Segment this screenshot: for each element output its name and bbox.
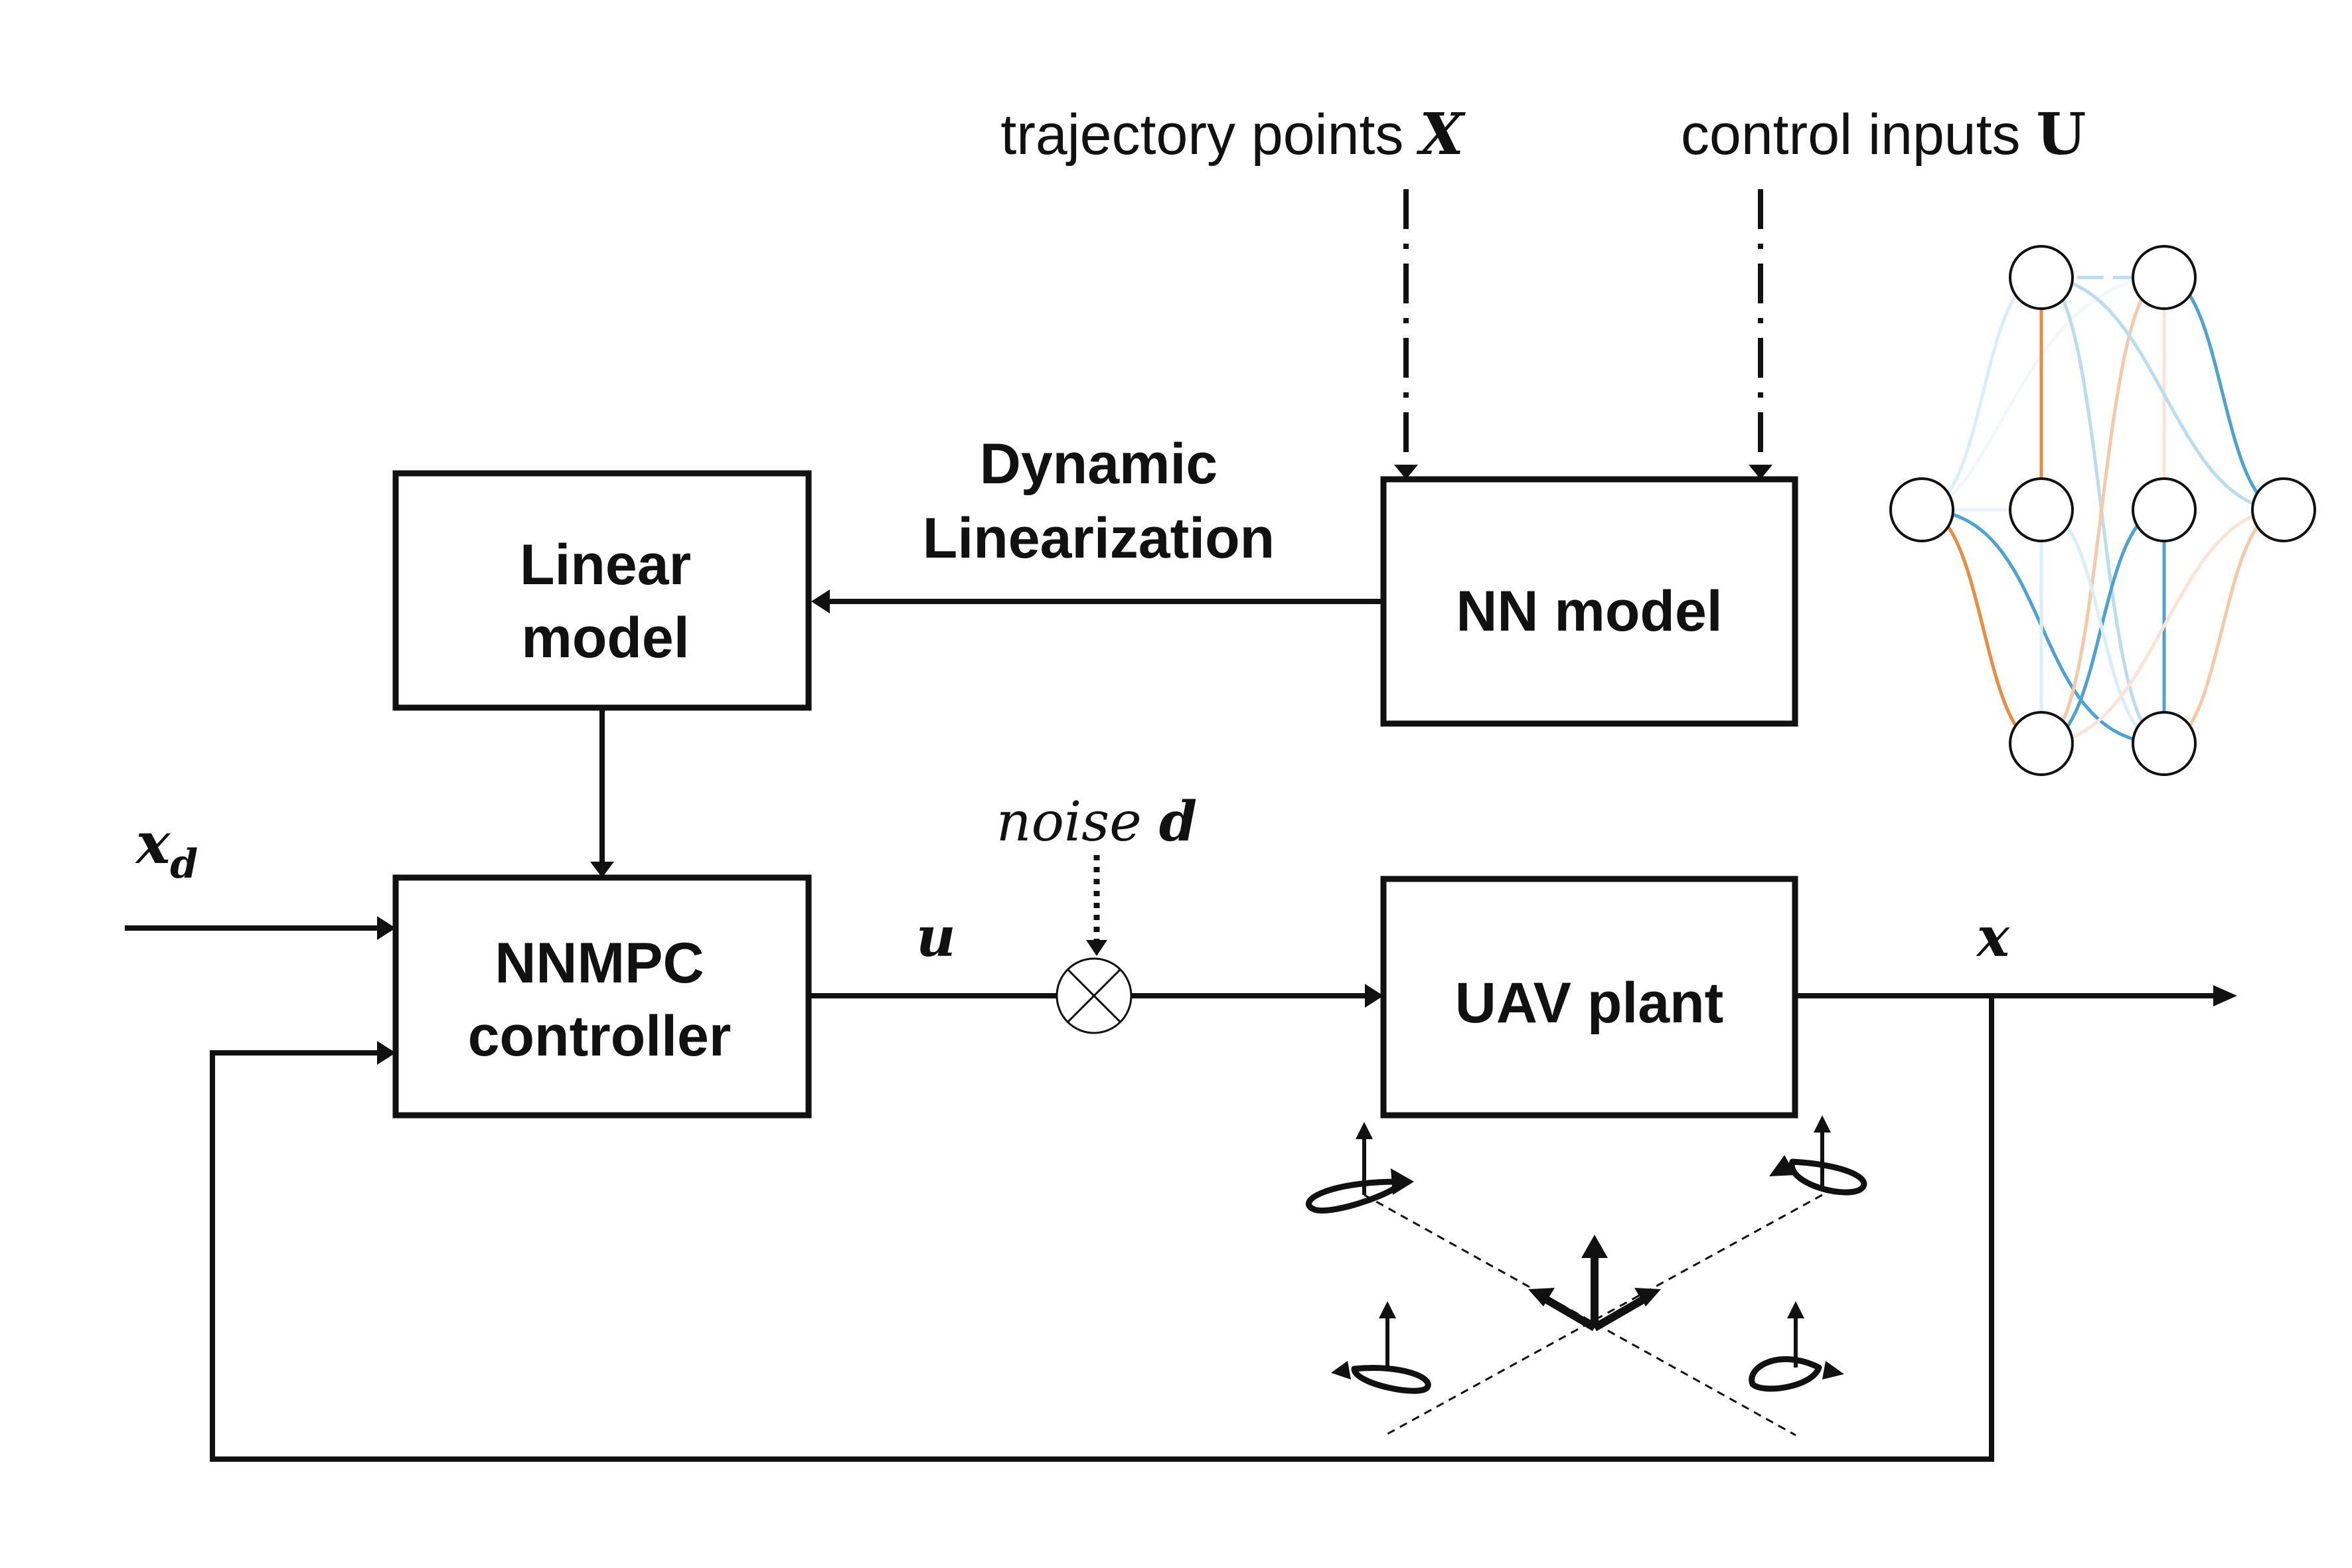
body-frame-icon xyxy=(1528,1235,1661,1332)
rotor-icon xyxy=(1306,1122,1414,1214)
reference-input-arrowhead xyxy=(377,916,396,940)
nn-node xyxy=(2009,477,2074,542)
uav-plant-block xyxy=(1380,876,1798,1119)
nn-connection xyxy=(2163,275,2284,512)
nnmpc-controller-label-2: controller xyxy=(468,1004,732,1068)
control-inputs-label: control inputs U xyxy=(1681,101,2086,168)
summing-junction-icon xyxy=(1056,957,1133,1034)
linear-model-block xyxy=(392,470,812,711)
nn-node xyxy=(1889,477,1954,542)
linear-model-label-2: model xyxy=(521,606,689,670)
nn-connection xyxy=(1921,275,2042,512)
nn-node xyxy=(2009,711,2074,776)
dynamic-linearization-label-2: Linearization xyxy=(923,507,1275,570)
control-signal-label: u xyxy=(916,905,956,969)
junction-to-plant-arrowhead xyxy=(1365,984,1383,1008)
nn-connection xyxy=(2163,508,2284,745)
output-arrowhead xyxy=(2213,985,2237,1006)
linear-model-label: Linear xyxy=(520,533,691,597)
nnmpc-controller-block xyxy=(392,874,812,1119)
reference-signal-label: xd xyxy=(135,810,198,888)
quadrotor-arm xyxy=(1364,1194,1796,1437)
nn-node xyxy=(2132,477,2197,542)
nn-node xyxy=(2132,711,2197,776)
nn-node xyxy=(2009,245,2074,310)
nn-node xyxy=(2251,477,2316,542)
nn-connection xyxy=(2041,508,2165,745)
quadrotor-arm xyxy=(1387,1194,1823,1435)
state-signal-label: x xyxy=(1976,905,2010,969)
rotor-icon xyxy=(1769,1115,1867,1196)
nn-node xyxy=(2132,245,2197,310)
trajectory-input-arrow xyxy=(1394,465,1418,479)
nnmpc-controller-label: NNMPC xyxy=(495,931,704,995)
nn-model-label: NN model xyxy=(1456,580,1722,643)
rotor-icon xyxy=(1331,1301,1431,1394)
feedback-arrowhead xyxy=(377,1041,396,1065)
noise-label: noise d xyxy=(996,790,1197,854)
rotor-icon xyxy=(1749,1301,1844,1392)
control-input-arrow xyxy=(1749,465,1772,479)
linear-to-controller-arrowhead xyxy=(590,862,614,878)
nn-connection xyxy=(1921,508,2042,745)
linearization-arrowhead xyxy=(811,589,830,613)
trajectory-points-label: trajectory points X xyxy=(1000,101,1466,168)
dynamic-linearization-label: Dynamic xyxy=(980,432,1218,496)
nn-connection xyxy=(2041,275,2165,745)
noise-arrowhead xyxy=(1086,940,1107,956)
quadrotor-icon xyxy=(1306,1115,1867,1437)
feedback-loop-line xyxy=(210,996,1994,1462)
nn-connection xyxy=(2041,275,2284,512)
nn-connection xyxy=(2041,508,2284,745)
neural-network-icon xyxy=(1889,245,2316,776)
uav-plant-label: UAV plant xyxy=(1455,971,1724,1035)
